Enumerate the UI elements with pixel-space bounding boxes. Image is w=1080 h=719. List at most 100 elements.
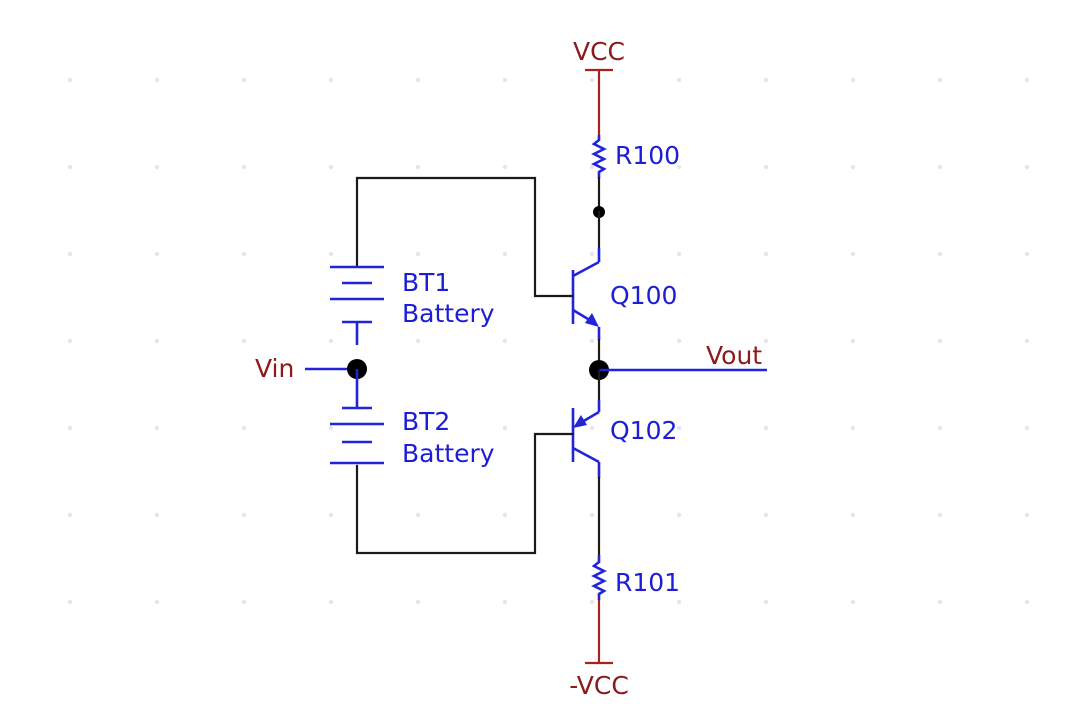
bt2-ref-label: BT2: [402, 407, 450, 436]
grid-point: [67, 599, 73, 605]
grid-point: [1024, 599, 1030, 605]
grid-point: [415, 425, 421, 431]
grid-point: [67, 251, 73, 257]
grid-point: [937, 425, 943, 431]
grid-point: [154, 425, 160, 431]
grid-point: [328, 512, 334, 518]
grid-point: [589, 164, 595, 170]
grid-point: [763, 425, 769, 431]
grid-point: [937, 338, 943, 344]
grid-point: [154, 512, 160, 518]
grid-point: [937, 251, 943, 257]
background-grid: [67, 77, 1030, 605]
vcc-power-symbol: VCC: [573, 37, 625, 135]
grid-point: [328, 77, 334, 83]
grid-point: [154, 599, 160, 605]
grid-point: [1024, 251, 1030, 257]
grid-point: [154, 164, 160, 170]
grid-point: [502, 512, 508, 518]
vcc-label: VCC: [573, 37, 625, 66]
r100-label: R100: [615, 141, 680, 170]
grid-point: [676, 512, 682, 518]
grid-point: [154, 77, 160, 83]
grid-point: [676, 599, 682, 605]
grid-point: [676, 425, 682, 431]
grid-point: [1024, 512, 1030, 518]
neg-vcc-label: -VCC: [569, 671, 629, 700]
grid-point: [676, 338, 682, 344]
grid-point: [67, 77, 73, 83]
grid-point: [850, 251, 856, 257]
grid-point: [415, 164, 421, 170]
battery-bt2[interactable]: BT2 Battery: [330, 369, 495, 468]
bt1-ref-label: BT1: [402, 268, 450, 297]
grid-point: [415, 338, 421, 344]
q100-label: Q100: [610, 281, 677, 310]
grid-point: [589, 77, 595, 83]
grid-point: [589, 251, 595, 257]
grid-point: [328, 251, 334, 257]
grid-point: [241, 77, 247, 83]
grid-point: [676, 77, 682, 83]
transistor-q100[interactable]: Q100: [571, 248, 677, 340]
grid-point: [850, 425, 856, 431]
grid-point: [1024, 338, 1030, 344]
q102-label: Q102: [610, 416, 677, 445]
grid-point: [1024, 164, 1030, 170]
grid-point: [502, 338, 508, 344]
resistor-r100[interactable]: R100: [591, 135, 680, 214]
grid-point: [328, 164, 334, 170]
grid-point: [937, 512, 943, 518]
grid-point: [241, 599, 247, 605]
grid-point: [589, 512, 595, 518]
grid-point: [1024, 77, 1030, 83]
grid-point: [415, 512, 421, 518]
grid-point: [850, 512, 856, 518]
grid-point: [415, 251, 421, 257]
grid-point: [241, 338, 247, 344]
grid-point: [328, 425, 334, 431]
grid-point: [937, 164, 943, 170]
grid-point: [241, 251, 247, 257]
grid-point: [676, 251, 682, 257]
resistor-r101[interactable]: R101: [591, 555, 680, 600]
base-wire-q102: [355, 432, 575, 555]
grid-point: [676, 164, 682, 170]
grid-point: [763, 599, 769, 605]
bt2-value-label: Battery: [402, 439, 495, 468]
vin-label: Vin: [255, 354, 294, 383]
battery-bt1[interactable]: BT1 Battery: [330, 265, 495, 345]
grid-point: [241, 425, 247, 431]
grid-point: [589, 425, 595, 431]
r101-label: R101: [615, 568, 680, 597]
grid-point: [763, 77, 769, 83]
grid-point: [328, 599, 334, 605]
transistor-q102[interactable]: Q102: [571, 400, 677, 478]
grid-point: [502, 599, 508, 605]
grid-point: [1024, 425, 1030, 431]
grid-point: [67, 512, 73, 518]
grid-point: [850, 164, 856, 170]
grid-point: [763, 251, 769, 257]
grid-point: [763, 338, 769, 344]
grid-point: [850, 599, 856, 605]
neg-vcc-power-symbol: -VCC: [569, 600, 629, 700]
grid-point: [502, 251, 508, 257]
grid-point: [154, 338, 160, 344]
grid-point: [415, 77, 421, 83]
grid-point: [589, 338, 595, 344]
grid-point: [589, 599, 595, 605]
grid-point: [154, 251, 160, 257]
grid-point: [67, 425, 73, 431]
grid-point: [241, 164, 247, 170]
grid-point: [937, 599, 943, 605]
base-wire-q100: [355, 176, 575, 298]
grid-point: [850, 338, 856, 344]
grid-point: [502, 164, 508, 170]
grid-point: [502, 425, 508, 431]
grid-point: [67, 338, 73, 344]
grid-point: [502, 77, 508, 83]
bt1-value-label: Battery: [402, 299, 495, 328]
